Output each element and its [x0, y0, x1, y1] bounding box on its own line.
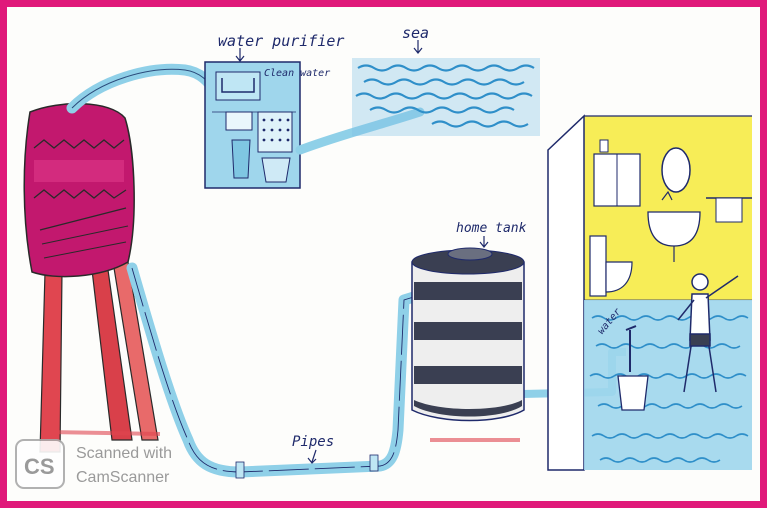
pipe-tower-to-purifier	[72, 69, 214, 108]
camscanner-watermark: CS Scanned with CamScanner	[16, 440, 172, 488]
sea	[352, 58, 540, 136]
home-tank-arrow	[480, 236, 488, 247]
bucket	[618, 376, 648, 410]
home-tank-label: home tank	[456, 221, 527, 236]
watermark-line1: Scanned with	[76, 445, 172, 462]
mirror	[662, 148, 690, 192]
home-tank	[412, 248, 524, 421]
water-purifier-label: water purifier	[218, 32, 344, 50]
camscanner-logo-text: CS	[24, 454, 55, 479]
pipes-arrow	[308, 450, 316, 463]
clean-water-label: Clean water	[264, 68, 330, 79]
water-purifier: Clean water	[205, 62, 330, 188]
water-tower	[24, 69, 214, 452]
towel	[716, 198, 742, 222]
toilet	[590, 236, 606, 296]
sea-label: sea	[402, 24, 429, 42]
watermark-line2: CamScanner	[76, 469, 170, 486]
bathroom	[548, 116, 752, 470]
pipes-label: Pipes	[292, 434, 334, 450]
